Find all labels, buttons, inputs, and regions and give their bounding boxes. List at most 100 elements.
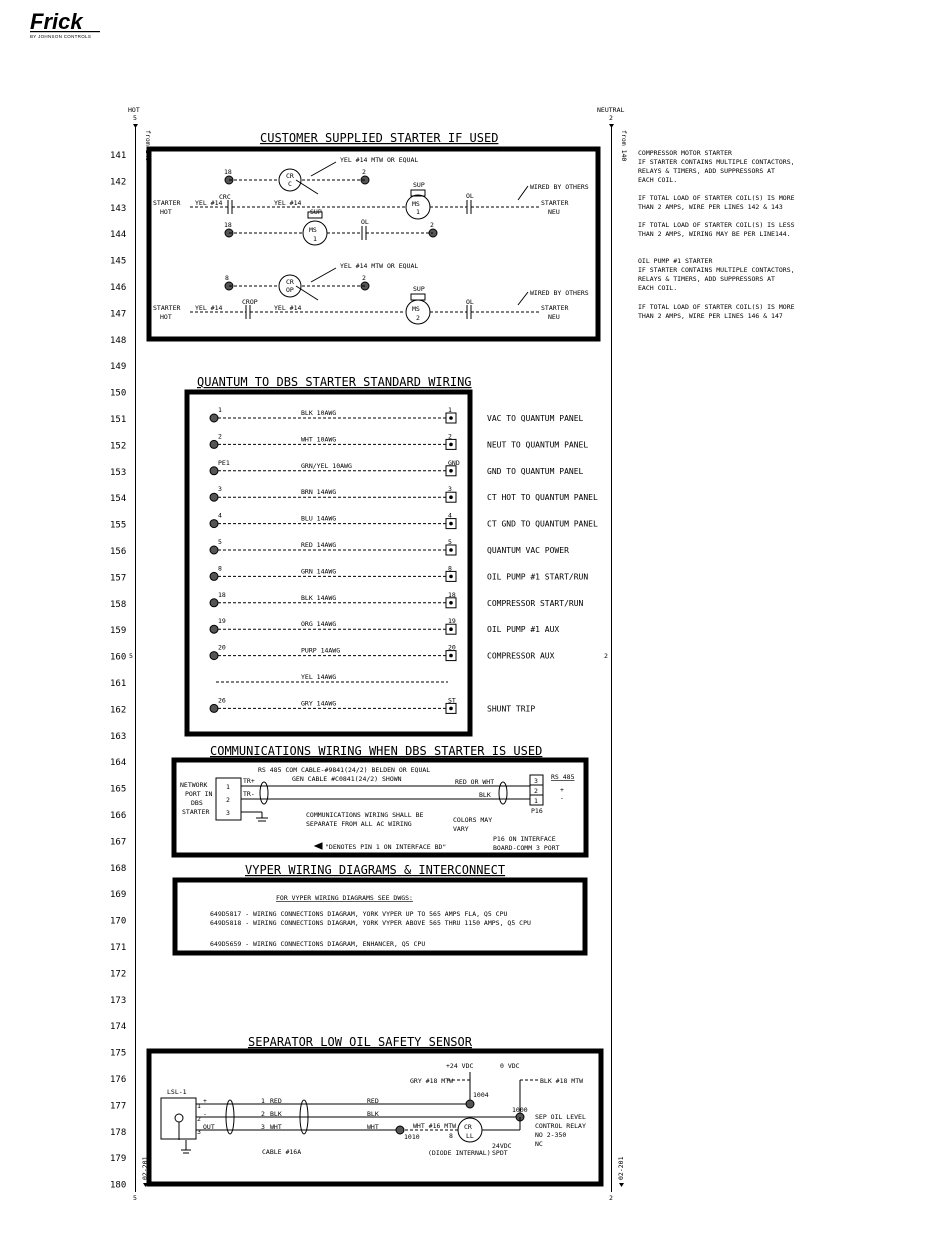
line-number: 149: [110, 362, 126, 372]
vyper-line-3: 649D5659 - WIRING CONNECTIONS DIAGRAM, E…: [210, 940, 425, 948]
zero-vdc-label: 0 VDC: [500, 1062, 520, 1070]
sep-label-1: COMMUNICATIONS WIRING SHALL BE: [306, 811, 423, 819]
cable-label: CABLE #16A: [262, 1148, 301, 1156]
blk18-label: BLK #18 MTW: [540, 1077, 583, 1085]
pin-1: 1: [534, 797, 538, 805]
dbs-left-label: 8: [218, 564, 222, 572]
neutral-from-label: from 140: [620, 130, 628, 161]
node-18-b: 18: [224, 221, 232, 229]
dbs-terminal-dot: [449, 442, 453, 447]
dbs-terminal-dot: [449, 416, 453, 420]
dbs-description: COMPRESSOR START/RUN: [487, 599, 584, 608]
dbs-terminal-dot: [449, 469, 453, 473]
line-number: 166: [110, 811, 126, 821]
line-number: 170: [110, 917, 126, 927]
vyper-line-1: 649D5817 - WIRING CONNECTIONS DIAGRAM, Y…: [210, 910, 507, 918]
dbs-row: YEL 14AWG: [216, 673, 448, 683]
dbs-terminal-left: [209, 519, 219, 529]
dbs-terminal-left: [209, 492, 219, 502]
dbs-terminal-left: [209, 598, 219, 608]
pin-2: 2: [534, 787, 538, 795]
line-numbers: 1411421431441451461471481491501511521531…: [110, 151, 126, 1191]
line-number: 169: [110, 890, 126, 900]
neu-label-2: NEU: [548, 313, 560, 321]
dbs-left-label: 18: [218, 591, 226, 599]
dbs-terminal-dot: [449, 548, 453, 552]
starter-neu-label-1: STARTER: [541, 199, 568, 207]
network-label-2: PORT IN: [185, 790, 212, 798]
dbs-description: QUANTUM VAC POWER: [487, 546, 569, 555]
line-number: 172: [110, 969, 126, 979]
dbs-terminal-left: [209, 571, 219, 581]
dbs-description: COMPRESSOR AUX: [487, 652, 555, 661]
neutral-to-label: 02-201: [617, 1156, 625, 1180]
vyper-title: VYPER WIRING DIAGRAMS & INTERCONNECT: [245, 863, 505, 877]
hot-from-label: from 140: [144, 130, 152, 161]
dbs-terminal-left: [209, 651, 219, 661]
dbs-terminal-left: [209, 413, 219, 423]
power-rails: HOT 5 NEUTRAL 2 from 140 from 140 02-201…: [128, 106, 628, 1202]
dbs-left-label: 26: [218, 696, 226, 704]
dbs-terminal-dot: [449, 627, 453, 631]
dbs-wire-label: BLK 14AWG: [301, 594, 336, 602]
sensor-pin-2: 2: [197, 1115, 201, 1123]
line-number: 167: [110, 837, 126, 847]
note-pump2-2: THAN 2 AMPS, WIRE PER LINES 146 & 147: [638, 312, 783, 320]
line-number: 148: [110, 336, 126, 346]
ol-label-1: OL: [466, 192, 474, 200]
node-2-c: 2: [362, 274, 366, 282]
neutral-rail-label: NEUTRAL: [597, 106, 624, 114]
colors-label-2: VARY: [453, 825, 469, 833]
dbs-description: SHUNT TRIP: [487, 704, 535, 713]
ol-label-2: OL: [361, 218, 369, 226]
sep-oil-2: CONTROL RELAY: [535, 1122, 586, 1130]
dbs-left-label: 5: [218, 538, 222, 546]
wired-label-1: WIRED BY OTHERS: [530, 183, 589, 191]
network-label-4: STARTER: [182, 808, 209, 816]
network-label-3: DBS: [191, 799, 203, 807]
dbs-left-label: 1: [218, 406, 222, 414]
frick-logo: Frick BY JOHNSON CONTROLS: [30, 9, 100, 39]
vyper-heading: FOR VYPER WIRING DIAGRAMS SEE DWGS:: [276, 894, 413, 902]
dbs-terminal-dot: [449, 521, 453, 526]
note-motor2-2: THAN 2 AMPS, WIRE PER LINES 142 & 143: [638, 203, 783, 211]
dbs-right-label: 2: [448, 432, 452, 440]
network-label-1: NETWORK: [180, 781, 207, 789]
line-number: 159: [110, 626, 126, 636]
ms-number-1: 1: [416, 208, 420, 216]
sup-label-1: SUP: [413, 181, 425, 189]
note-motor-4: EACH COIL.: [638, 176, 677, 184]
interface-label-2: BOARD-COMM 3 PORT: [493, 844, 560, 852]
line-number: 157: [110, 573, 126, 583]
dbs-wire-label: YEL 14AWG: [301, 673, 336, 681]
brand-name: Frick: [30, 9, 84, 34]
line-number: 155: [110, 521, 126, 531]
ms-label-3: MS: [412, 305, 420, 313]
dbs-left-label: 3: [218, 485, 222, 493]
hot-rail-label: HOT: [128, 106, 140, 114]
line-number: 180: [110, 1181, 126, 1191]
comm-cable-1: RS 485 COM CABLE-#9841(24/2) BELDEN OR E…: [258, 766, 430, 774]
dbs-wire-label: ORG 14AWG: [301, 620, 336, 628]
dbs-terminal-dot: [449, 706, 453, 711]
dbs-title: QUANTUM TO DBS STARTER STANDARD WIRING: [197, 375, 472, 389]
plus24-label: +24 VDC: [446, 1062, 473, 1070]
dbs-wiring-section: QUANTUM TO DBS STARTER STANDARD WIRING 1…: [184, 375, 598, 737]
dbs-wire-label: WHT 10AWG: [301, 435, 336, 443]
coil-pin-8: 8: [449, 1132, 453, 1140]
line-number: 142: [110, 177, 126, 187]
dbs-description: OIL PUMP #1 AUX: [487, 625, 559, 634]
ms-number-2: 1: [313, 235, 317, 243]
plus-label: +: [560, 786, 564, 794]
gry-label: GRY #18 MTW: [410, 1077, 453, 1085]
dbs-left-label: PE1: [218, 459, 230, 467]
pin-out: OUT: [203, 1123, 215, 1131]
dbs-wire-label: RED 14AWG: [301, 541, 336, 549]
line-number: 179: [110, 1154, 126, 1164]
cr-label: CR: [286, 172, 294, 180]
line-number: 162: [110, 705, 126, 715]
